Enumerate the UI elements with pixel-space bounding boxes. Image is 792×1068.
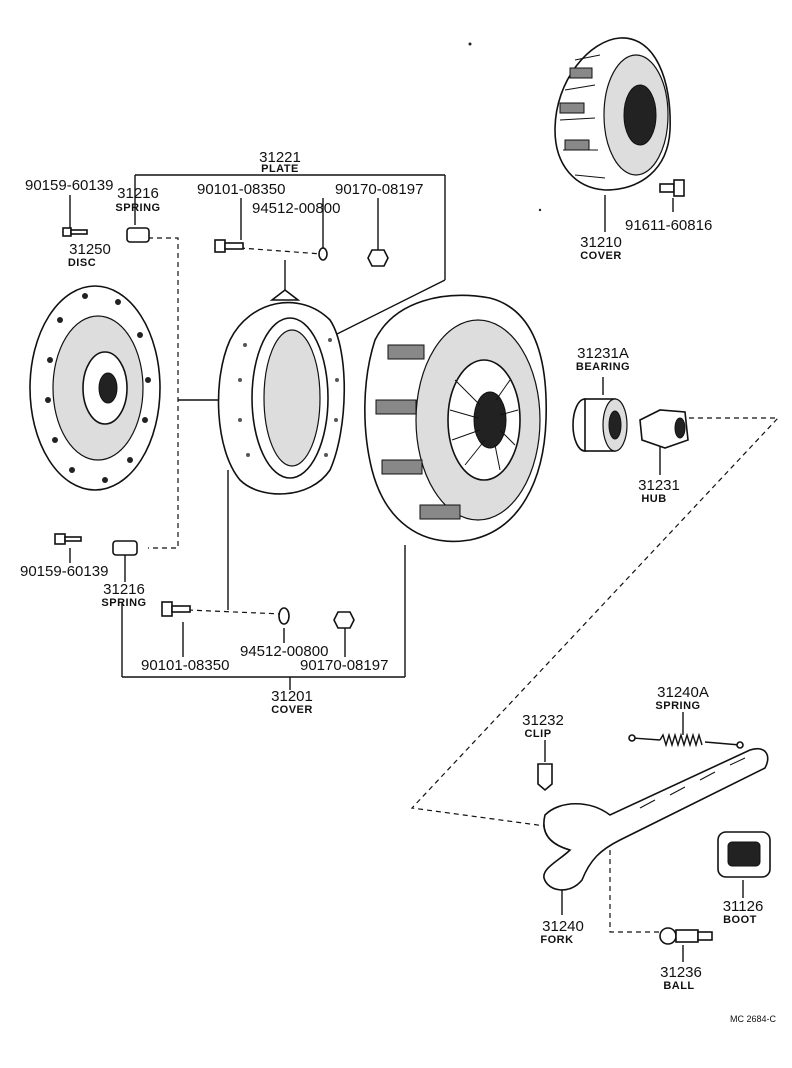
label-31216-top-name: SPRING — [115, 202, 160, 214]
label-31216-bottom-number: 31216 — [103, 581, 145, 598]
nut-90170-top-drawing — [367, 249, 389, 267]
label-31240-name: FORK — [540, 934, 573, 946]
label-31240a-number: 31240A — [657, 684, 709, 701]
part-labels: 31221 PLATE 90159-60139 31216 SPRING 901… — [20, 149, 777, 1024]
label-94512-top: 94512-00800 — [252, 200, 340, 217]
label-31240a-name: SPRING — [655, 700, 700, 712]
label-31201-name: COVER — [271, 704, 313, 716]
label-90170-bottom: 90170-08197 — [300, 657, 388, 674]
label-31210-number: 31210 — [580, 234, 622, 251]
drawing-code: MC 2684-C — [730, 1014, 777, 1024]
speck — [468, 42, 472, 46]
ball-31236-drawing — [659, 927, 713, 945]
label-90101-bottom: 90101-08350 — [141, 657, 229, 674]
bolt-90101-top-drawing — [214, 239, 244, 253]
spring-31240a-drawing — [628, 732, 744, 749]
label-31126-name: BOOT — [723, 914, 757, 926]
label-31232-name: CLIP — [524, 728, 551, 740]
label-90101-top: 90101-08350 — [197, 181, 285, 198]
clip-31232-drawing — [537, 763, 553, 792]
label-31221-name: PLATE — [261, 163, 299, 175]
bolt-91611-60816-drawing — [659, 179, 685, 197]
label-31231-number: 31231 — [638, 477, 680, 494]
label-31232-number: 31232 — [522, 712, 564, 729]
plate-31221-drawing — [217, 288, 346, 495]
label-94512-bottom: 94512-00800 — [240, 643, 328, 660]
label-31201-number: 31201 — [271, 688, 313, 705]
bolt-90159-top-drawing — [62, 227, 88, 237]
label-31231a-number: 31231A — [577, 345, 629, 362]
label-31126-number: 31126 — [723, 898, 764, 915]
label-31236-name: BALL — [663, 980, 694, 992]
label-90159-bottom: 90159-60139 — [20, 563, 108, 580]
boot-31126-drawing — [717, 831, 771, 878]
bearing-31231a-drawing — [572, 398, 628, 452]
label-31221-number: 31221 — [259, 149, 301, 166]
spring-31216-bottom-drawing — [112, 540, 138, 556]
washer-94512-top-drawing — [318, 247, 328, 261]
label-31210-name: COVER — [580, 250, 622, 262]
bolt-90159-bottom-drawing — [54, 533, 82, 545]
leader-lines — [69, 174, 780, 962]
washer-94512-bottom-drawing — [278, 607, 290, 625]
label-90170-top: 90170-08197 — [335, 181, 423, 198]
label-91611: 91611-60816 — [625, 217, 712, 234]
spring-31216-top-drawing — [126, 227, 150, 243]
label-31250-number: 31250 — [69, 241, 111, 258]
label-31240-number: 31240 — [542, 918, 584, 935]
label-31231a-name: BEARING — [576, 361, 630, 373]
disc-31250-drawing — [29, 285, 161, 491]
cover-31210-drawing — [554, 37, 671, 191]
fork-31240-drawing — [543, 748, 769, 891]
label-31216-top-number: 31216 — [117, 185, 159, 202]
label-31236-number: 31236 — [660, 964, 702, 981]
label-31216-bottom-name: SPRING — [101, 597, 146, 609]
speck — [538, 208, 542, 212]
nut-90170-bottom-drawing — [333, 611, 355, 629]
cover-31201-drawing — [364, 294, 547, 543]
hub-31231-drawing — [639, 409, 689, 449]
label-31231-name: HUB — [641, 493, 666, 505]
label-31250-name: DISC — [68, 257, 96, 269]
bolt-90101-bottom-drawing — [161, 601, 191, 617]
label-90159-top: 90159-60139 — [25, 177, 113, 194]
